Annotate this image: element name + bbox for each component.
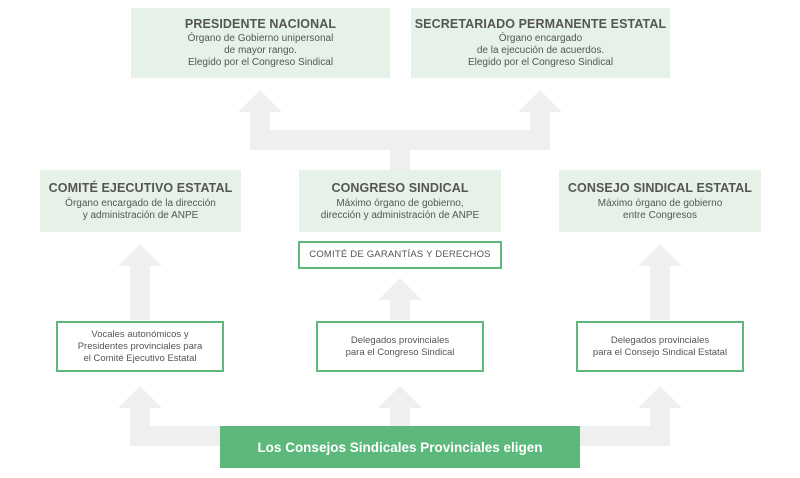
- delegates-right-box: Delegados provinciales para el Consejo S…: [576, 321, 744, 372]
- box-line: Órgano encargado: [498, 33, 583, 44]
- consejos-provinciales-banner: Los Consejos Sindicales Provinciales eli…: [220, 426, 580, 468]
- comite-garantias-label: COMITÉ DE GARANTÍAS Y DERECHOS: [309, 249, 491, 260]
- arrow-base-left: [118, 386, 220, 446]
- box-line: para el Consejo Sindical Estatal: [592, 346, 728, 358]
- delegates-center-box: Delegados provinciales para el Congreso …: [316, 321, 484, 372]
- comite-garantias-box: COMITÉ DE GARANTÍAS Y DERECHOS: [298, 241, 502, 269]
- comite-ejecutivo-box: COMITÉ EJECUTIVO ESTATAL Órgano encargad…: [40, 170, 241, 232]
- box-line: Máximo órgano de gobierno: [597, 198, 723, 209]
- box-line: Presidentes provinciales para: [77, 340, 203, 352]
- box-line: Órgano encargado de la dirección: [65, 198, 216, 209]
- box-line: Máximo órgano de gobierno,: [336, 198, 464, 209]
- arrow-base-center: [378, 386, 422, 426]
- delegates-left-box: Vocales autonómicos y Presidentes provin…: [56, 321, 224, 372]
- box-title: SECRETARIADO PERMANENTE ESTATAL: [414, 17, 667, 31]
- box-line: Delegados provinciales: [350, 334, 450, 346]
- box-title: COMITÉ EJECUTIVO ESTATAL: [48, 181, 233, 195]
- box-line: entre Congresos: [623, 210, 697, 221]
- box-line: de la ejecución de acuerdos.: [476, 45, 605, 56]
- box-line: Elegido por el Congreso Sindical: [187, 57, 334, 68]
- arrow-base-right: [580, 386, 682, 446]
- box-line: Órgano de Gobierno unipersonal: [187, 33, 334, 44]
- congreso-sindical-box: CONGRESO SINDICAL Máximo órgano de gobie…: [299, 170, 501, 232]
- box-line: el Comité Ejecutivo Estatal: [83, 352, 197, 364]
- box-title: CONSEJO SINDICAL ESTATAL: [567, 181, 753, 195]
- consejo-sindical-box: CONSEJO SINDICAL ESTATAL Máximo órgano d…: [559, 170, 761, 232]
- box-line: Delegados provinciales: [610, 334, 710, 346]
- consejos-provinciales-label: Los Consejos Sindicales Provinciales eli…: [257, 439, 543, 455]
- arrow-top-fork: [238, 90, 562, 170]
- box-title: CONGRESO SINDICAL: [331, 181, 469, 195]
- box-line: Elegido por el Congreso Sindical: [467, 57, 614, 68]
- box-line: dirección y administración de ANPE: [320, 210, 480, 221]
- box-line: Vocales autonómicos y: [91, 328, 189, 340]
- secretariado-permanente-box: SECRETARIADO PERMANENTE ESTATAL Órgano e…: [411, 8, 670, 78]
- box-line: para el Congreso Sindical: [345, 346, 455, 358]
- presidente-nacional-box: PRESIDENTE NACIONAL Órgano de Gobierno u…: [131, 8, 390, 78]
- box-line: de mayor rango.: [224, 45, 297, 56]
- arrow-right-up: [638, 244, 682, 320]
- arrow-left-up: [118, 244, 162, 320]
- box-line: y administración de ANPE: [82, 210, 199, 221]
- arrow-center-up: [378, 278, 422, 320]
- box-title: PRESIDENTE NACIONAL: [184, 17, 337, 31]
